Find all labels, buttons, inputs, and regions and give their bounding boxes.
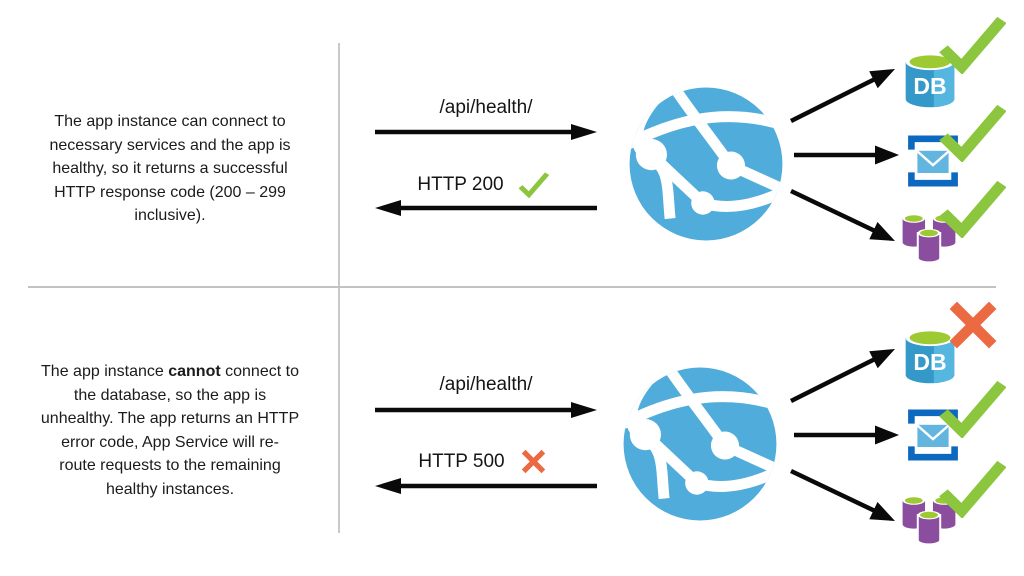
caption-line: healthy, so it returns a successful: [52, 160, 288, 177]
caption-line: error code, App Service will re-: [61, 433, 279, 451]
caption-line: route requests to the remaining: [59, 457, 281, 474]
request-path-label: /api/health/: [439, 97, 533, 118]
healthy-caption: The app instance can connect to necessar…: [18, 110, 322, 228]
green-checkmark-icon: [518, 171, 549, 198]
request-arrow-right: [375, 123, 597, 141]
app-service-globe-icon: [622, 366, 778, 522]
orange-x-icon: [519, 447, 548, 476]
service-connector-arrows: [785, 335, 905, 530]
unhealthy-caption: The app instance cannot connect to the d…: [18, 360, 322, 501]
caption-line: inclusive).: [134, 207, 206, 224]
response-code-label: HTTP 200: [417, 173, 504, 195]
vertical-divider: [338, 43, 340, 533]
green-checkmark-icon: [938, 102, 1006, 162]
caption-line: The app instance cannot connect to: [41, 363, 299, 380]
green-checkmark-icon: [938, 178, 1006, 238]
service-connector-arrows: [785, 55, 905, 250]
horizontal-divider: [28, 286, 996, 288]
green-checkmark-icon: [938, 14, 1006, 74]
request-path-label: /api/health/: [439, 374, 533, 395]
caption-line: necessary services and the app is: [49, 136, 291, 154]
request-arrow-right: [375, 401, 597, 419]
green-checkmark-icon: [938, 378, 1006, 438]
app-service-globe-icon: [628, 86, 784, 242]
caption-line: HTTP response code (200 – 299: [54, 183, 286, 201]
caption-line: The app instance can connect to: [54, 113, 286, 130]
orange-x-icon: [942, 296, 1004, 354]
response-code-label: HTTP 500: [418, 450, 505, 472]
green-checkmark-icon: [938, 458, 1006, 518]
caption-bold-word: cannot: [168, 363, 221, 380]
response-arrow-left: [375, 199, 597, 217]
caption-line: unhealthy. The app returns an HTTP: [40, 410, 300, 427]
caption-line: the database, so the app is: [73, 386, 267, 404]
response-group: HTTP 500: [368, 447, 598, 476]
response-arrow-left: [375, 477, 597, 495]
response-group: HTTP 200: [368, 171, 598, 198]
caption-line: healthy instances.: [105, 480, 235, 498]
